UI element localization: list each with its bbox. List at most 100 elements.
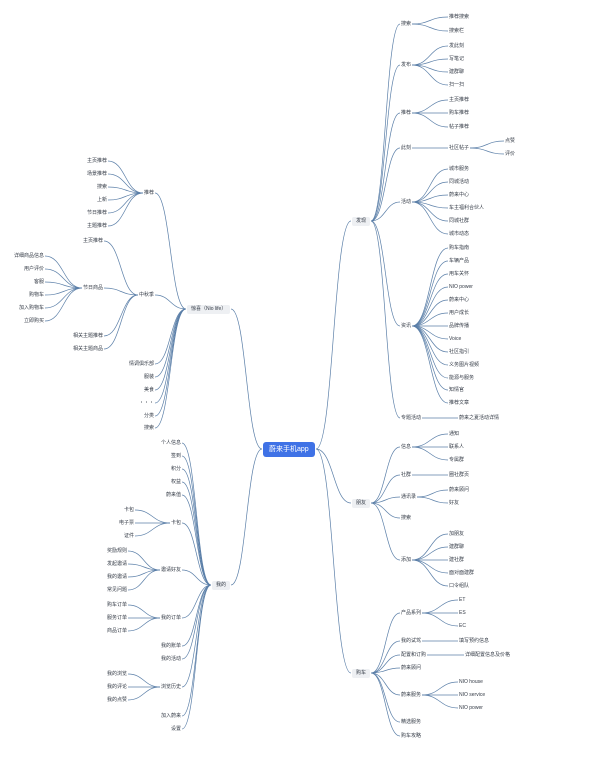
- node-txl-1[interactable]: 蔚来顾问: [449, 486, 470, 493]
- node-fw-2[interactable]: NIO service: [459, 691, 486, 698]
- node-fw-3[interactable]: NIO power: [459, 704, 483, 711]
- node-xy-6[interactable]: 搜索: [144, 424, 155, 431]
- node-xy-3[interactable]: 美食: [144, 386, 155, 393]
- node-ll[interactable]: 浏览历史: [161, 683, 182, 690]
- node-sj[interactable]: 我的试驾: [401, 637, 422, 644]
- node-zq-jr-3[interactable]: 客服: [34, 278, 45, 285]
- node-xy-tj-4[interactable]: 上新: [97, 196, 108, 203]
- node-tjia-4[interactable]: 面对面建群: [449, 569, 475, 576]
- node-hd[interactable]: 活动: [401, 198, 412, 205]
- node-sq-1[interactable]: 圈社群页: [449, 471, 470, 478]
- node-gw[interactable]: 蔚来顾问: [401, 664, 422, 671]
- node-zx-2[interactable]: 车辆产品: [449, 257, 470, 264]
- node-gl[interactable]: 购车攻略: [401, 732, 422, 739]
- node-zx-11[interactable]: 能源与服务: [449, 374, 475, 381]
- node-zq-jr-1[interactable]: 详细商品信息: [14, 252, 45, 259]
- node-xy-1[interactable]: 情调俱乐部: [129, 360, 155, 367]
- node-wd-3[interactable]: 积分: [171, 465, 182, 472]
- node-dd-3[interactable]: 商品订单: [107, 627, 128, 634]
- node-fb-1[interactable]: 发此刻: [449, 42, 465, 49]
- node-zx-8[interactable]: Voice: [449, 335, 462, 342]
- node-ll-3[interactable]: 我的点赞: [107, 696, 128, 703]
- node-pz-1[interactable]: 详细配置信息及价格: [465, 651, 511, 658]
- node-xy-tj-2[interactable]: 场景推荐: [87, 170, 108, 177]
- node-hd-4[interactable]: 车主福利合伙人: [449, 204, 485, 211]
- node-tj[interactable]: 推荐: [401, 109, 412, 116]
- node-yq-2[interactable]: 发起邀请: [107, 560, 128, 567]
- node-wd-9[interactable]: 设置: [171, 725, 182, 732]
- node-hd-2[interactable]: 同城活动: [449, 178, 470, 185]
- node-jx[interactable]: 精选服务: [401, 718, 422, 725]
- node-zx[interactable]: 资讯: [401, 322, 412, 329]
- node-ll-1[interactable]: 我的浏览: [107, 670, 128, 677]
- node-xy-4[interactable]: ・・・: [139, 399, 155, 406]
- node-kb-3[interactable]: 证件: [124, 532, 135, 539]
- node-fx[interactable]: 发现: [352, 216, 371, 226]
- node-xy-tj-5[interactable]: 节日推荐: [87, 209, 108, 216]
- node-sj-1[interactable]: 填写预约信息: [459, 637, 490, 644]
- node-wd-1[interactable]: 个人信息: [161, 439, 182, 446]
- node-ck-1a[interactable]: 点赞: [505, 137, 516, 144]
- node-txl[interactable]: 通讯录: [401, 493, 417, 500]
- node-zq[interactable]: 中秋季: [139, 291, 155, 298]
- node-yq-4[interactable]: 常见问题: [107, 586, 128, 593]
- node-zx-6[interactable]: 用户成长: [449, 309, 470, 316]
- node-tjia-2[interactable]: 建群聊: [449, 543, 465, 550]
- node-fw[interactable]: 蔚来服务: [401, 691, 422, 698]
- node-hd-5[interactable]: 同城社群: [449, 217, 470, 224]
- node-zq-jr-6[interactable]: 立即购买: [24, 317, 45, 324]
- node-zt-1[interactable]: 蔚来之夏活动详情: [459, 414, 500, 421]
- node-fb[interactable]: 发布: [401, 61, 412, 68]
- node-wd-4[interactable]: 权益: [171, 478, 182, 485]
- node-cp-3[interactable]: EC: [459, 622, 466, 629]
- node-py[interactable]: 朋友: [352, 498, 371, 508]
- mindmap-root[interactable]: 蔚来手机app: [263, 441, 315, 457]
- node-ll-2[interactable]: 我的评论: [107, 683, 128, 690]
- node-wd-7[interactable]: 我的活动: [161, 655, 182, 662]
- node-zq-jr-5[interactable]: 加入购物车: [19, 304, 45, 311]
- node-dd[interactable]: 我的订单: [161, 614, 182, 621]
- node-tjia-1[interactable]: 加朋友: [449, 530, 465, 537]
- node-dd-1[interactable]: 购车订单: [107, 601, 128, 608]
- node-zx-13[interactable]: 推荐文章: [449, 399, 470, 406]
- node-zx-1[interactable]: 购车指南: [449, 244, 470, 251]
- node-zx-9[interactable]: 社区指引: [449, 348, 470, 355]
- node-xy-tj[interactable]: 推荐: [144, 189, 155, 196]
- node-yq-3[interactable]: 我的邀请: [107, 573, 128, 580]
- node-xy[interactable]: 惊喜（Nio life）: [187, 304, 231, 314]
- node-wd-5[interactable]: 蔚来值: [166, 491, 182, 498]
- node-xx-2[interactable]: 联系人: [449, 443, 465, 450]
- node-zx-10[interactable]: 义务图片视频: [449, 361, 480, 368]
- node-fb-4[interactable]: 扫一扫: [449, 81, 465, 88]
- node-dd-2[interactable]: 服务订单: [107, 614, 128, 621]
- node-xx-1[interactable]: 通知: [449, 430, 460, 437]
- node-gc[interactable]: 购车: [352, 668, 371, 678]
- node-fb-3[interactable]: 建群聊: [449, 68, 465, 75]
- node-xx[interactable]: 信息: [401, 443, 412, 450]
- node-hd-1[interactable]: 城市服务: [449, 165, 470, 172]
- node-wd-8[interactable]: 加入蔚来: [161, 712, 182, 719]
- node-zq-3[interactable]: 相关主题商品: [73, 345, 104, 352]
- node-tjia[interactable]: 添加: [401, 556, 412, 563]
- node-sq[interactable]: 社群: [401, 471, 412, 478]
- node-ck-1[interactable]: 社区帖子: [449, 144, 470, 151]
- node-zx-5[interactable]: 蔚来中心: [449, 296, 470, 303]
- node-wd-2[interactable]: 签到: [171, 452, 182, 459]
- node-zx-3[interactable]: 用车关怀: [449, 270, 470, 277]
- node-cp-2[interactable]: ES: [459, 609, 466, 616]
- node-tj-3[interactable]: 帖子推荐: [449, 123, 470, 130]
- node-zq-1[interactable]: 主页推荐: [83, 237, 104, 244]
- node-tj-1[interactable]: 主页推荐: [449, 96, 470, 103]
- node-hd-6[interactable]: 城市动态: [449, 230, 470, 237]
- node-kb[interactable]: 卡包: [171, 519, 182, 526]
- node-xy-tj-3[interactable]: 搜索: [97, 183, 108, 190]
- node-tjia-3[interactable]: 建社群: [449, 556, 465, 563]
- node-sou-1[interactable]: 推荐搜索: [449, 13, 470, 20]
- node-ck[interactable]: 此刻: [401, 144, 412, 151]
- node-zx-4[interactable]: NIO power: [449, 283, 473, 290]
- node-yq[interactable]: 邀请好友: [161, 566, 182, 573]
- node-tjia-5[interactable]: 口令组队: [449, 582, 470, 589]
- node-sou[interactable]: 搜索: [401, 20, 412, 27]
- node-zq-jr-2[interactable]: 用户评价: [24, 265, 45, 272]
- node-cp[interactable]: 产品系列: [401, 609, 422, 616]
